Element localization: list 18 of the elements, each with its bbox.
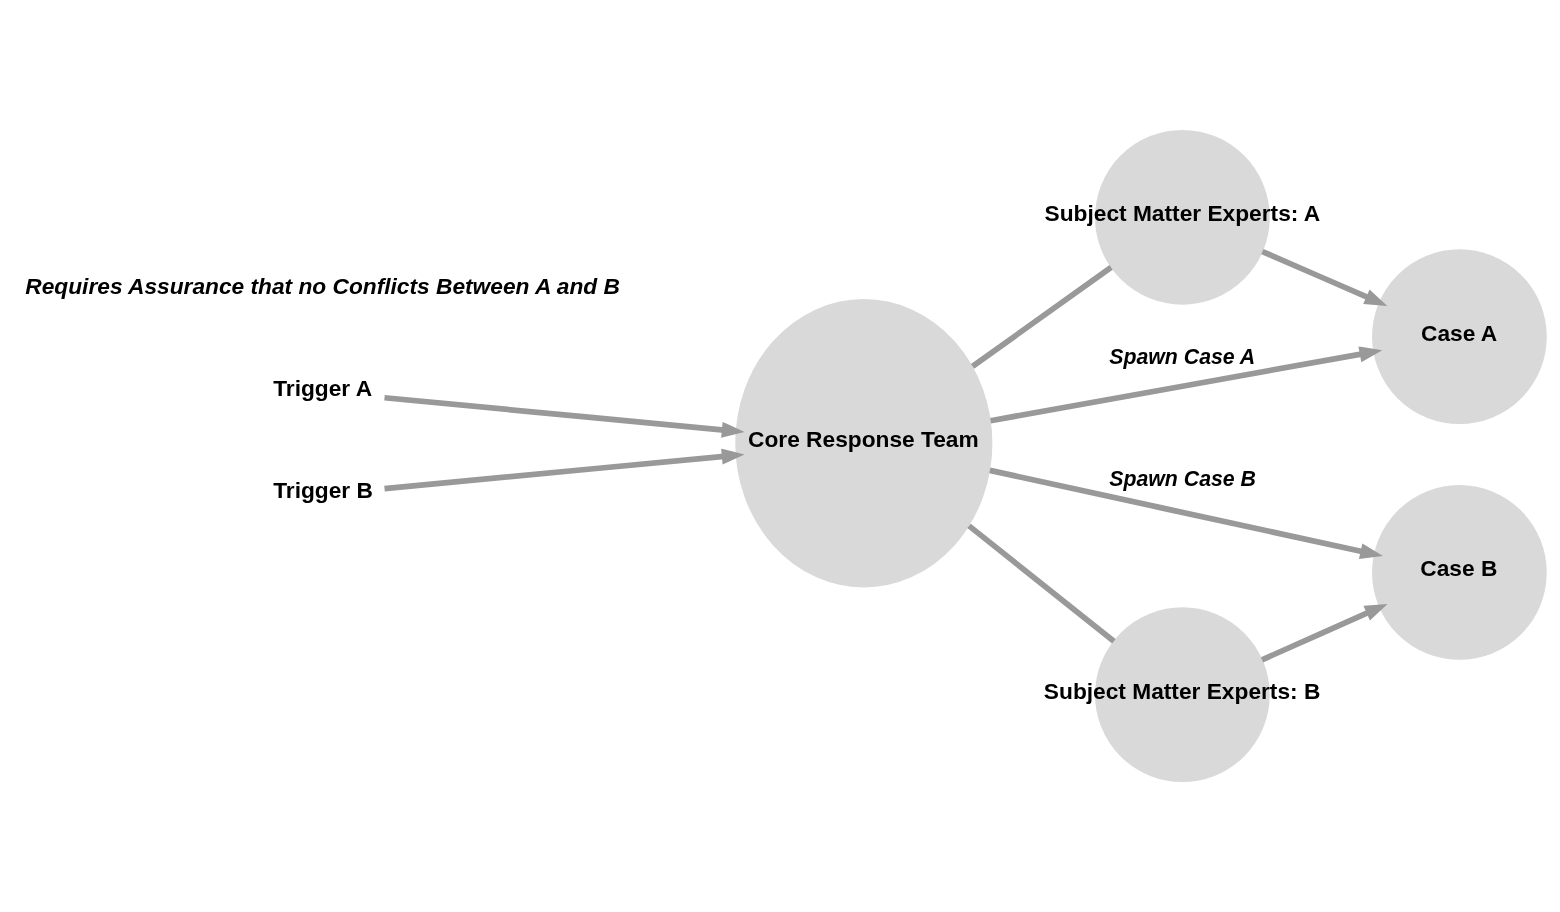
arrow [989,467,1383,560]
node-label: Subject Matter Experts: B [1043,677,1321,704]
arrow [1261,248,1388,306]
connector [967,523,1116,644]
node-circle: Case B [1372,485,1547,660]
arrow [384,448,745,492]
edge-label: Spawn Case A [1109,344,1256,369]
connector [970,265,1113,369]
arrow [384,394,745,438]
arrow [990,346,1383,424]
edge-label: Spawn Case B [1109,466,1256,491]
node-ellipse: Core Response Team [735,299,993,588]
node-circle: Case A [1372,249,1547,425]
node-label: Subject Matter Experts: A [1044,200,1321,227]
label: Requires Assurance that no Conflicts Between A and B [25,272,620,299]
node-text: Trigger A [273,375,373,402]
arrow [1260,603,1388,663]
node-text: Trigger B [273,477,373,504]
